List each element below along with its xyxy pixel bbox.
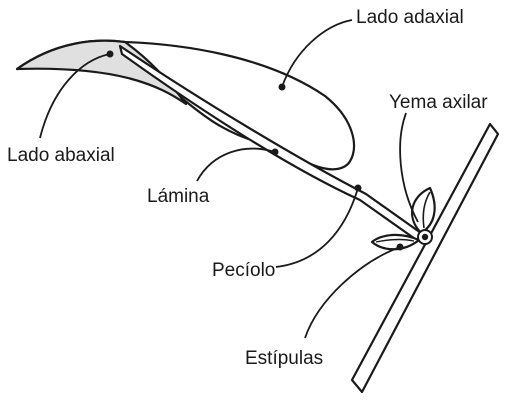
label-lado-adaxial: Lado adaxial [356,7,464,28]
label-yema-axilar: Yema axilar [389,92,488,113]
label-lado-abaxial: Lado abaxial [7,145,115,166]
label-peciolo: Pecíolo [212,260,275,281]
label-estipulas: Estípulas [245,348,323,369]
petiole-leader [276,188,358,267]
lamina-leader [197,149,275,181]
stem [352,124,498,392]
label-lamina: Lámina [147,186,210,207]
